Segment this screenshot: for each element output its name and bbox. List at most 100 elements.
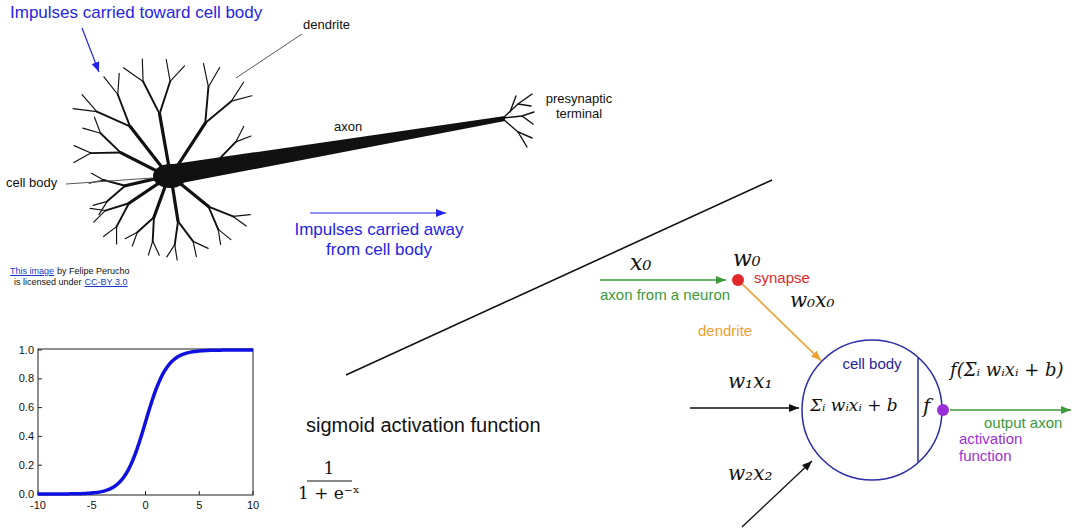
- dendrite-branch: [236, 136, 251, 142]
- tick-label: -10: [30, 499, 46, 512]
- math-formula: f(Σᵢ wᵢxᵢ + b): [950, 360, 1064, 381]
- dendrite-branch: [175, 245, 177, 260]
- dendrite-branch: [153, 241, 160, 255]
- tick-label: 10: [247, 499, 259, 512]
- node-outline: [937, 404, 949, 416]
- dendrite-branch: [178, 221, 193, 241]
- dendrite-branch: [105, 203, 129, 210]
- dendrite-branch: [103, 227, 116, 237]
- dendrite-branch: [233, 216, 246, 226]
- impulse-arrow: [82, 28, 99, 72]
- math-symbol: w₀x₀: [790, 289, 834, 312]
- dendrite-branch: [193, 241, 196, 256]
- dendrite-branch: [205, 101, 231, 123]
- credit-link: CC-BY 3.0: [85, 277, 128, 287]
- dendrite-branch: [153, 217, 154, 241]
- credit-text: is licensed under: [14, 277, 82, 287]
- dendrite-branch: [118, 73, 119, 94]
- annotation: dendrite: [698, 322, 752, 339]
- dendrite-branch: [107, 186, 125, 202]
- leader-line: [66, 178, 152, 184]
- impulse-arrow: [310, 212, 446, 213]
- axon-shape: [160, 116, 505, 186]
- dendrite-branch: [94, 211, 106, 223]
- part-name: presynaptic terminal: [538, 92, 620, 122]
- dendrite-branch: [73, 109, 97, 112]
- sum-formula: Σᵢ wᵢxᵢ + b: [810, 396, 898, 416]
- dendrite-branch: [101, 133, 121, 152]
- tick-label: 0.6: [19, 401, 34, 414]
- tick-label: 0.8: [19, 372, 34, 385]
- function-name: sigmoid activation function: [306, 414, 541, 437]
- dendrite-branch: [154, 183, 166, 217]
- math-symbol: w₀: [733, 246, 761, 271]
- dendrite-branch: [172, 184, 178, 222]
- dendrite-branch: [104, 77, 118, 95]
- tick-label: 5: [196, 499, 202, 512]
- dendrite-branch: [137, 217, 154, 232]
- tick-label: 0.4: [19, 430, 34, 443]
- output-axon-arrow: [950, 409, 1071, 411]
- tick-label: 0: [142, 499, 148, 512]
- dendrite-branch: [143, 82, 159, 114]
- synapse-label: synapse: [754, 269, 810, 286]
- divider-line: [346, 180, 772, 375]
- math-symbol: x₀: [630, 250, 651, 275]
- dendrite-branch: [148, 241, 152, 255]
- dendrite-branch: [166, 59, 170, 81]
- tick-label: 1.0: [19, 344, 34, 357]
- activation-node: activation function: [937, 404, 949, 416]
- math-symbol: w₂x₂: [728, 462, 772, 485]
- cell-body-node: cell bodyΣᵢ wᵢxᵢ + bf: [801, 339, 943, 481]
- annotation: output axon: [984, 414, 1062, 431]
- credit-link: This image: [10, 266, 54, 276]
- dendrite-branch: [205, 87, 208, 123]
- dendrite-branch: [233, 215, 250, 217]
- dendrite-branch: [123, 68, 143, 82]
- dendrite-branch: [130, 126, 164, 169]
- dendrite-branch: [203, 63, 208, 86]
- dendrite-branch: [83, 128, 101, 133]
- annotation: Impulses carried toward cell body: [10, 3, 262, 23]
- part-name: dendrite: [303, 18, 350, 33]
- dendrite-branch: [116, 227, 117, 244]
- input-arrow: [690, 407, 799, 408]
- dendrite-branch: [91, 173, 103, 180]
- dendrite-branch: [121, 153, 161, 173]
- dendrite-branch: [208, 67, 219, 86]
- math-symbol: w₁x₁: [728, 370, 772, 393]
- fraction-bar: [307, 481, 352, 482]
- annotation: axon from a neuron: [600, 286, 730, 303]
- tick-label: 0.2: [19, 459, 34, 472]
- credit-text: by Felipe Perucho: [57, 266, 130, 276]
- tick-label: 0.0: [19, 488, 34, 501]
- annotation: Impulses carried away from cell body: [288, 220, 470, 259]
- tick-label: -5: [87, 499, 97, 512]
- input-axon-arrow: [600, 279, 726, 281]
- dendrite-branch: [91, 152, 121, 154]
- dendrite-branch: [167, 245, 175, 257]
- dendrite-branch: [193, 241, 208, 248]
- leader-line: [236, 34, 302, 78]
- part-name: cell body: [6, 176, 57, 191]
- dendrite-branch: [74, 146, 91, 153]
- axis-ticks: [38, 350, 253, 495]
- part-name: axon: [334, 120, 362, 135]
- formula-numerator: 1: [324, 459, 335, 479]
- dendrite-branch: [177, 181, 208, 206]
- dendrite-branch: [125, 232, 137, 238]
- dendrite-branch: [218, 229, 220, 244]
- cell-body-shape: [153, 164, 187, 188]
- dendrite-branch: [175, 221, 178, 244]
- dendrite-branch: [94, 117, 100, 133]
- node-outline: [732, 274, 744, 286]
- activation-symbol: f: [923, 395, 930, 418]
- plot-frame: [38, 349, 253, 495]
- dendrite-branch: [90, 208, 105, 210]
- dendrite-branch: [74, 153, 91, 163]
- dendrite-branch: [170, 66, 184, 81]
- dendrite-branch: [129, 181, 162, 203]
- presynaptic-branches: [503, 94, 534, 147]
